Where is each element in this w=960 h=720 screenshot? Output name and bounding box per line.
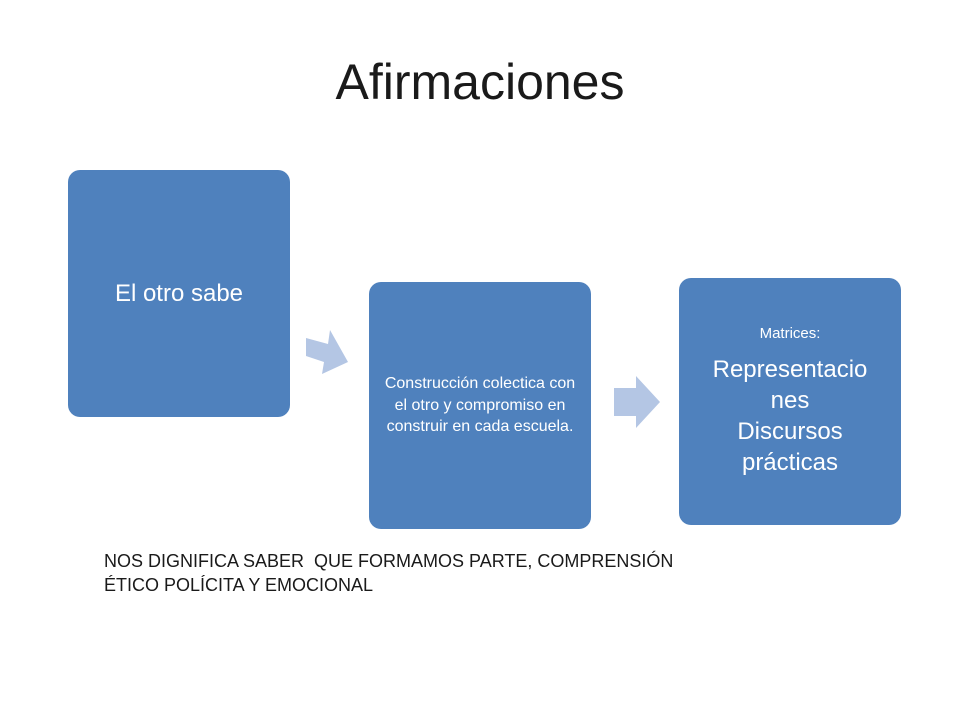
- arrow-right-icon: [306, 330, 348, 374]
- arrow-1-shape: [306, 330, 348, 374]
- arrow-2-shape: [614, 376, 660, 428]
- footer-note-line-1: NOS DIGNIFICA SABER QUE FORMAMOS PARTE, …: [104, 551, 674, 571]
- step-1-text: El otro sabe: [114, 279, 244, 307]
- step-3-line-2: nes: [770, 386, 810, 414]
- step-box-2: Construcción colectica con el otro y com…: [369, 282, 591, 529]
- step-3-line-4: prácticas: [741, 449, 839, 477]
- step-box-1: El otro sabe: [68, 170, 290, 417]
- arrow-right-icon: [614, 376, 660, 428]
- footer-note: NOS DIGNIFICA SABER QUE FORMAMOS PARTE, …: [104, 549, 784, 598]
- footer-note-line-2: ÉTICO POLÍCITA Y EMOCIONAL: [104, 575, 374, 596]
- step-3-heading: Matrices:: [759, 324, 821, 342]
- step-2-text: Construcción colectica con el otro y com…: [384, 375, 576, 436]
- slide-title: Afirmaciones: [335, 54, 625, 110]
- step-3-line-1: Representacio: [712, 355, 868, 383]
- step-3-line-3: Discursos: [737, 418, 843, 445]
- step-box-3: Matrices: Representacio nes Discursos pr…: [679, 278, 901, 525]
